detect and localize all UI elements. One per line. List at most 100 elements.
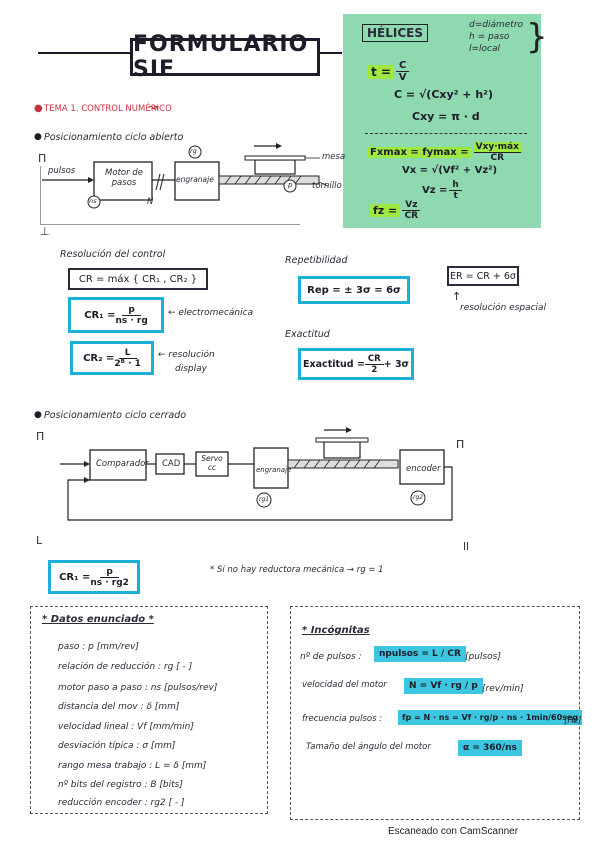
arrow-head <box>276 143 282 149</box>
incog-label: velocidad del motor <box>302 680 387 690</box>
arrow-head <box>88 177 94 183</box>
frac-den: t <box>453 191 458 201</box>
arrow-head <box>84 477 90 483</box>
er-box: ER = CR + 6σ <box>447 266 519 286</box>
accuracy-lhs: Exactitud = <box>303 358 365 370</box>
formula-fz-lhs: fz = <box>370 204 401 217</box>
accuracy-heading: Exactitud <box>285 329 330 340</box>
screw-hatch <box>264 175 272 185</box>
screw-bar <box>218 175 320 185</box>
frac-num: h <box>449 180 462 191</box>
formula-fz-frac: Vz CR <box>402 200 421 221</box>
incognitas-heading: * Incógnitas <box>302 625 370 636</box>
motor-box <box>93 161 153 201</box>
cr-max-box: CR = máx { CR₁ , CR₂ } <box>68 268 208 290</box>
datos-heading: * Datos enunciado * <box>42 614 154 625</box>
open-loop-heading: Posicionamiento ciclo abierto <box>44 132 184 143</box>
open-loop-frame-bottom <box>40 224 300 225</box>
incog-formula: fp = N · ns = Vf · rg/p · ns · 1min/60se… <box>398 710 583 725</box>
ll-mark: ll <box>463 540 470 553</box>
datos-item: paso : p [mm/rev] <box>58 642 139 652</box>
incog-unit: [Hz] <box>564 716 582 726</box>
datos-item: nº bits del registro : B [bits] <box>58 780 183 790</box>
heading-arrow: ↝ <box>148 100 159 114</box>
l-mark: L <box>36 534 43 547</box>
datos-box <box>30 606 268 814</box>
encoder-label: encoder <box>406 464 441 474</box>
repeat-heading: Repetibilidad <box>285 255 348 266</box>
cut-2 <box>159 173 165 191</box>
screw-hatch <box>303 459 311 469</box>
table-block <box>323 441 361 459</box>
motor-label: Motor de pasos <box>105 168 143 188</box>
closed-loop-diagram <box>60 427 453 521</box>
screw-hatch <box>244 175 252 185</box>
p-circle <box>283 179 297 193</box>
cr2-frac: L 2ᴮ · 1 <box>114 348 141 369</box>
helices-legend-1: h = paso <box>469 32 510 42</box>
frac-num: L <box>118 348 137 359</box>
cr1-frac: p ns · rg <box>115 305 147 326</box>
section-bullet: ● <box>34 103 43 114</box>
open-loop-diagram <box>42 143 329 209</box>
screw-hatch <box>224 175 232 185</box>
table-top <box>244 155 306 161</box>
cr2-lhs: CR₂ = <box>83 352 115 364</box>
cr2-note-text: resolución <box>168 350 215 360</box>
screw-hatch <box>323 459 331 469</box>
datos-item: reducción encoder : rg2 [ - ] <box>58 798 185 808</box>
cad-label: CAD <box>162 459 181 469</box>
datos-item: desviación típica : σ [mm] <box>58 741 176 751</box>
formula-t-lhs: t = <box>368 64 394 79</box>
footer-text: Escaneado con CamScanner <box>388 826 519 837</box>
servo-label: Servo cc <box>201 454 223 472</box>
frac-num: p <box>122 305 141 316</box>
arrow-head <box>346 427 352 433</box>
resolution-heading: Resolución del control <box>60 249 166 260</box>
frac-den: ns · rg2 <box>90 577 129 588</box>
cr1-box: CR₁ = p ns · rg <box>68 297 164 333</box>
formula-c: C = √(Cxy² + h²) <box>394 88 494 101</box>
cr1-lhs: CR₁ = <box>84 309 116 321</box>
formula-vz-lhs: Vz = <box>422 185 448 196</box>
incog-formula: npulsos = L / CR <box>374 646 466 662</box>
formula-vz: Vz = h t <box>422 180 462 201</box>
cr1-note-text: electromecánica <box>178 308 254 318</box>
comparador-label: Comparador <box>96 459 149 469</box>
frac-num: Vxy·máx <box>473 142 521 153</box>
cr2-box: CR₂ = L 2ᴮ · 1 <box>70 341 154 375</box>
er-arrow: ↑ <box>452 290 462 303</box>
incog-formula: α = 360/ns <box>458 740 522 756</box>
page-title: FORMULARIO SIF <box>130 32 320 82</box>
frac-num: Vz <box>402 200 421 211</box>
formula-fmax: Fxmax = fymax = Vxy·máx CR <box>368 142 521 163</box>
cut-1 <box>155 173 161 191</box>
incog-label: nº de pulsos : <box>300 652 362 662</box>
accuracy-box: Exactitud = CR 2 + 3σ <box>298 348 414 380</box>
screw-hatch <box>363 459 371 469</box>
closed-bullet: ● <box>34 410 42 420</box>
perp-mark: ⊥ <box>40 225 50 238</box>
accuracy-tail: + 3σ <box>383 358 409 370</box>
tornillo-lead <box>318 181 329 187</box>
n-label: N <box>147 197 154 207</box>
pi-mark: Π <box>38 152 47 165</box>
frac-den: CR <box>490 153 505 163</box>
frac-den: 2 <box>371 364 378 375</box>
feedback-line <box>67 466 453 521</box>
rg-circle <box>188 145 202 159</box>
gearbox-label-2: engranaje <box>256 466 292 474</box>
arrow-head <box>84 461 90 467</box>
formula-fz: fz = Vz CR <box>370 200 421 221</box>
frac-num: C <box>395 60 410 72</box>
formula-vz-frac: h t <box>449 180 462 201</box>
servo-box <box>195 451 229 477</box>
cr2-note-0: ← resolución <box>158 350 215 360</box>
screw-hatch <box>373 459 381 469</box>
cr2-note-1: display <box>175 364 207 374</box>
panel-divider <box>365 133 527 134</box>
gearbox-label: engranaje <box>176 175 214 184</box>
formula-fmax-frac: Vxy·máx CR <box>473 142 521 163</box>
gear-box <box>253 447 289 489</box>
screw-bar <box>287 459 399 469</box>
